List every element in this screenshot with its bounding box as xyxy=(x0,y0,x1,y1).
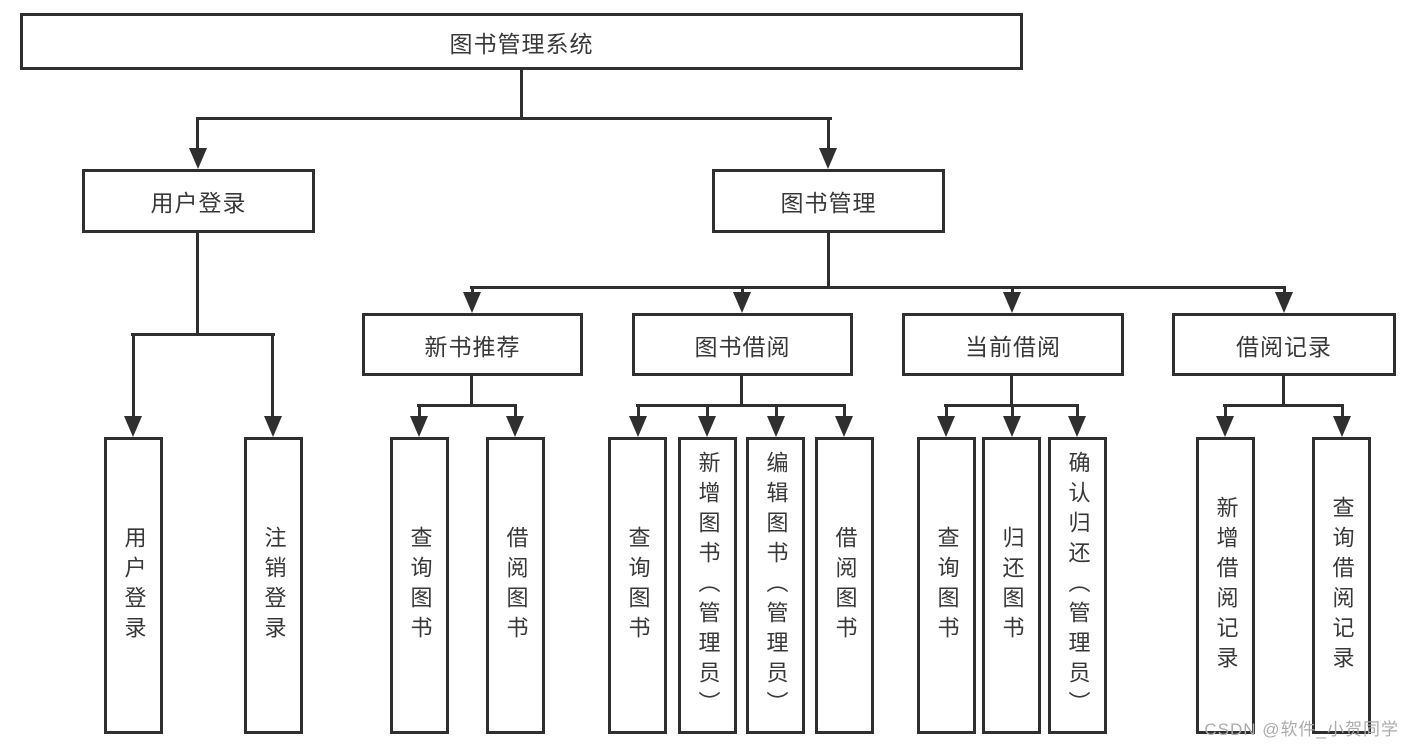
connector-line xyxy=(1011,286,1014,296)
connector-line xyxy=(514,404,517,418)
node-leaf-query-books-current: 查询图书 xyxy=(917,437,976,734)
connector-line xyxy=(741,286,744,296)
connector-line xyxy=(740,376,743,407)
connector-line xyxy=(1341,404,1344,418)
connector-line xyxy=(1224,404,1227,418)
connector-line xyxy=(1010,376,1013,407)
csdn-watermark: CSDN @软件_小贺同学 xyxy=(1204,720,1399,739)
connector-line xyxy=(417,404,517,407)
connector-line xyxy=(271,333,274,418)
connector-line xyxy=(132,333,135,418)
node-borrow-records: 借阅记录 xyxy=(1172,313,1396,376)
node-leaf-edit-book-admin: 编辑图书（管理员） xyxy=(746,437,805,734)
node-leaf-borrow-books-borrow: 借阅图书 xyxy=(815,437,874,734)
connector-line xyxy=(827,233,830,289)
connector-line xyxy=(636,404,846,407)
arrowhead-down xyxy=(189,148,207,169)
node-book-borrow: 图书借阅 xyxy=(632,313,853,376)
connector-line xyxy=(196,117,199,152)
connector-line xyxy=(1011,404,1014,418)
connector-line xyxy=(945,404,948,418)
connector-line xyxy=(520,68,523,120)
arrowhead-down xyxy=(937,416,955,437)
node-leaf-add-borrow-record: 新增借阅记录 xyxy=(1196,437,1255,734)
arrowhead-down xyxy=(1333,416,1351,437)
connector-line xyxy=(1076,404,1079,418)
connector-line xyxy=(1282,376,1285,407)
connector-line xyxy=(470,376,473,407)
connector-line xyxy=(827,117,830,152)
arrowhead-down xyxy=(124,416,142,437)
arrowhead-down xyxy=(767,416,785,437)
arrowhead-down xyxy=(1003,416,1021,437)
connector-line xyxy=(1223,404,1344,407)
node-leaf-query-borrow-record: 查询借阅记录 xyxy=(1312,437,1371,734)
node-current-borrow: 当前借阅 xyxy=(902,313,1124,376)
connector-line xyxy=(418,404,421,418)
arrowhead-down xyxy=(733,292,751,313)
arrowhead-down xyxy=(1216,416,1234,437)
arrowhead-down xyxy=(629,416,647,437)
node-leaf-add-book-admin: 新增图书（管理员） xyxy=(678,437,737,734)
node-book-management: 图书管理 xyxy=(712,169,945,233)
connector-line xyxy=(1283,286,1286,296)
connector-line xyxy=(131,333,275,336)
connector-line xyxy=(706,404,709,418)
arrowhead-down xyxy=(819,148,837,169)
node-leaf-borrow-books-recommend: 借阅图书 xyxy=(486,437,545,734)
connector-line xyxy=(197,117,832,120)
connector-line xyxy=(470,286,1286,289)
node-user-login: 用户登录 xyxy=(82,169,315,233)
connector-line xyxy=(637,404,640,418)
node-leaf-query-books-borrow: 查询图书 xyxy=(608,437,667,734)
arrowhead-down xyxy=(1003,292,1021,313)
arrowhead-down xyxy=(264,416,282,437)
arrowhead-down xyxy=(506,416,524,437)
connector-line xyxy=(471,286,474,296)
connector-line xyxy=(843,404,846,418)
connector-line xyxy=(196,233,199,336)
arrowhead-down xyxy=(410,416,428,437)
connector-line xyxy=(775,404,778,418)
node-new-book-recommend: 新书推荐 xyxy=(362,313,583,376)
arrowhead-down xyxy=(1275,292,1293,313)
arrowhead-down xyxy=(698,416,716,437)
arrowhead-down xyxy=(835,416,853,437)
node-leaf-user-login: 用户登录 xyxy=(104,437,163,734)
node-leaf-logout: 注销登录 xyxy=(244,437,303,734)
node-leaf-return-books: 归还图书 xyxy=(982,437,1041,734)
arrowhead-down xyxy=(1068,416,1086,437)
arrowhead-down xyxy=(463,292,481,313)
node-root: 图书管理系统 xyxy=(20,13,1023,70)
node-leaf-confirm-return-admin: 确认归还（管理员） xyxy=(1048,437,1107,734)
node-leaf-query-books-recommend: 查询图书 xyxy=(390,437,449,734)
